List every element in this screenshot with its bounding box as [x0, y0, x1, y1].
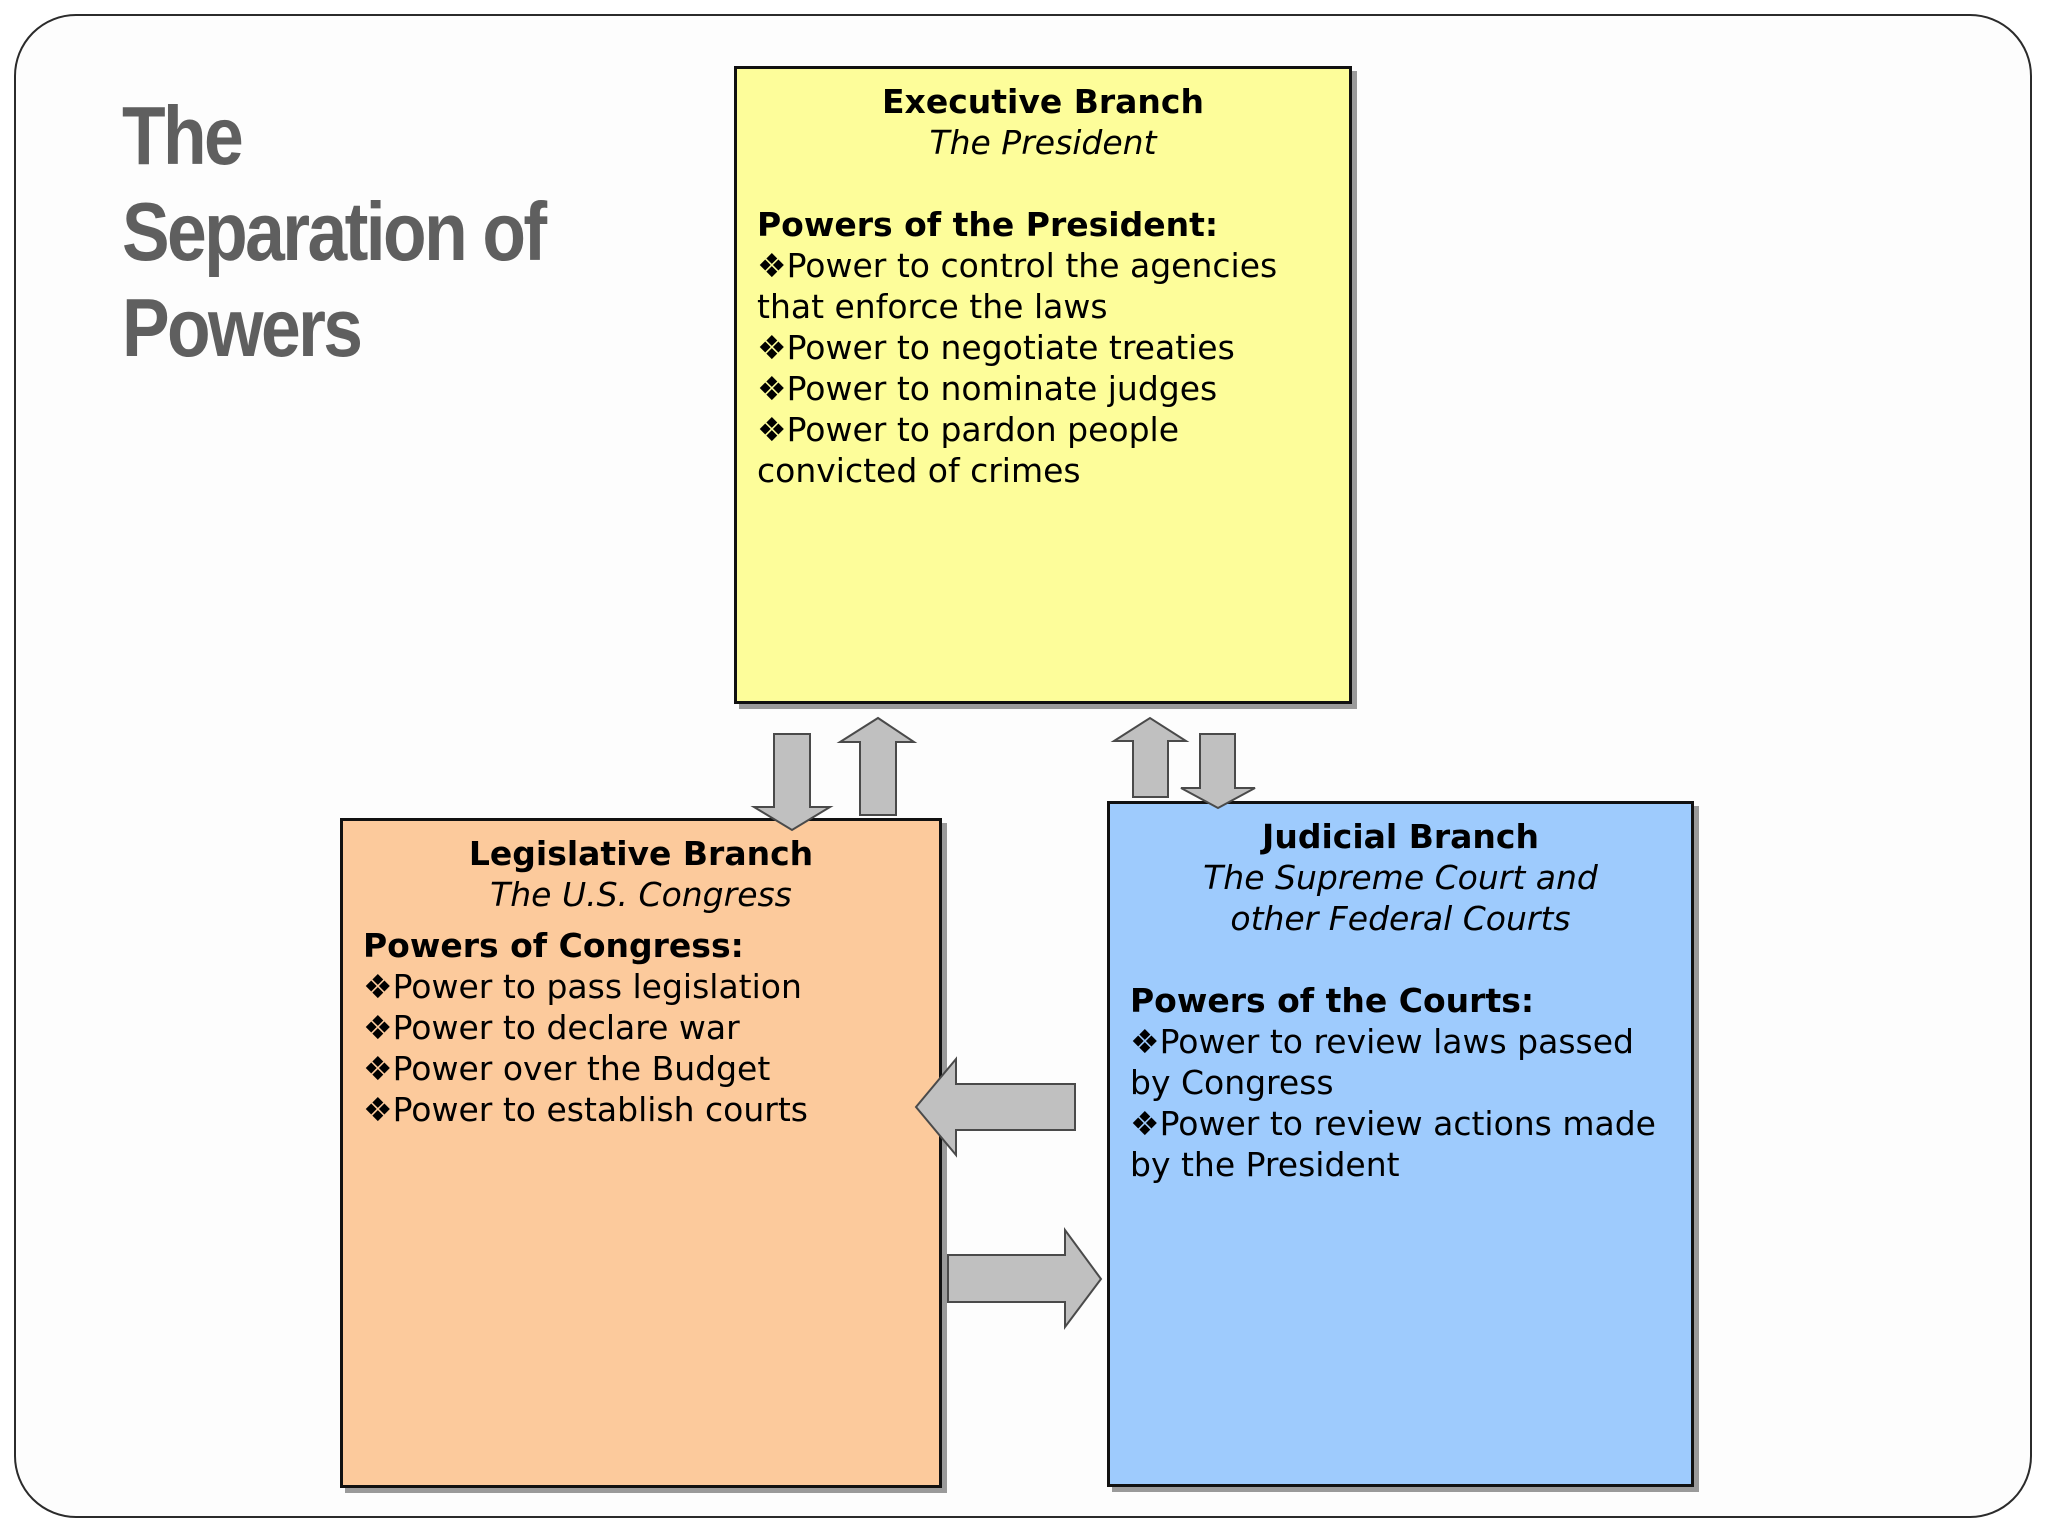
- executive-power-item: ❖Power to pardon people convicted of cri…: [757, 410, 1180, 490]
- legislative-branch-subtitle: The U.S. Congress: [490, 875, 792, 914]
- judicial-powers-heading: Powers of the Courts:: [1130, 981, 1535, 1020]
- executive-power-item: ❖Power to nominate judges: [757, 369, 1218, 408]
- legislative-power-item: ❖Power to declare war: [363, 1008, 740, 1047]
- title-line-3: Powers: [122, 281, 363, 374]
- slide-title: The Separation of Powers: [122, 88, 569, 376]
- executive-powers-list: ❖Power to control the agencies that enfo…: [757, 245, 1329, 491]
- executive-power-item: ❖Power to negotiate treaties: [757, 328, 1235, 367]
- executive-power-item: ❖Power to control the agencies that enfo…: [757, 246, 1278, 326]
- legislative-powers-list: ❖Power to pass legislation ❖Power to dec…: [363, 966, 919, 1130]
- executive-branch-box: Executive Branch The President Powers of…: [734, 66, 1352, 704]
- judicial-branch-subtitle-line-2: other Federal Courts: [1230, 899, 1571, 938]
- legislative-branch-box: Legislative Branch The U.S. Congress Pow…: [340, 818, 942, 1488]
- title-line-1: The: [122, 89, 244, 182]
- executive-branch-subtitle: The President: [929, 123, 1157, 162]
- legislative-power-item: ❖Power over the Budget: [363, 1049, 771, 1088]
- legislative-powers-heading: Powers of Congress:: [363, 926, 744, 965]
- legislative-power-item: ❖Power to establish courts: [363, 1090, 808, 1129]
- legislative-branch-heading: Legislative Branch: [468, 834, 814, 873]
- judicial-branch-box: Judicial Branch The Supreme Court and ot…: [1107, 801, 1694, 1487]
- executive-powers-heading: Powers of the President:: [757, 205, 1219, 244]
- legislative-power-item: ❖Power to pass legislation: [363, 967, 802, 1006]
- title-line-2: Separation of: [122, 185, 547, 278]
- judicial-branch-heading: Judicial Branch: [1262, 817, 1539, 856]
- executive-branch-heading: Executive Branch: [882, 82, 1204, 121]
- judicial-powers-list: ❖Power to review laws passed by Congress…: [1130, 1021, 1671, 1185]
- judicial-power-item: ❖Power to review actions made by the Pre…: [1130, 1104, 1656, 1184]
- judicial-power-item: ❖Power to review laws passed by Congress: [1130, 1022, 1634, 1102]
- judicial-branch-subtitle-line-1: The Supreme Court and: [1203, 858, 1598, 897]
